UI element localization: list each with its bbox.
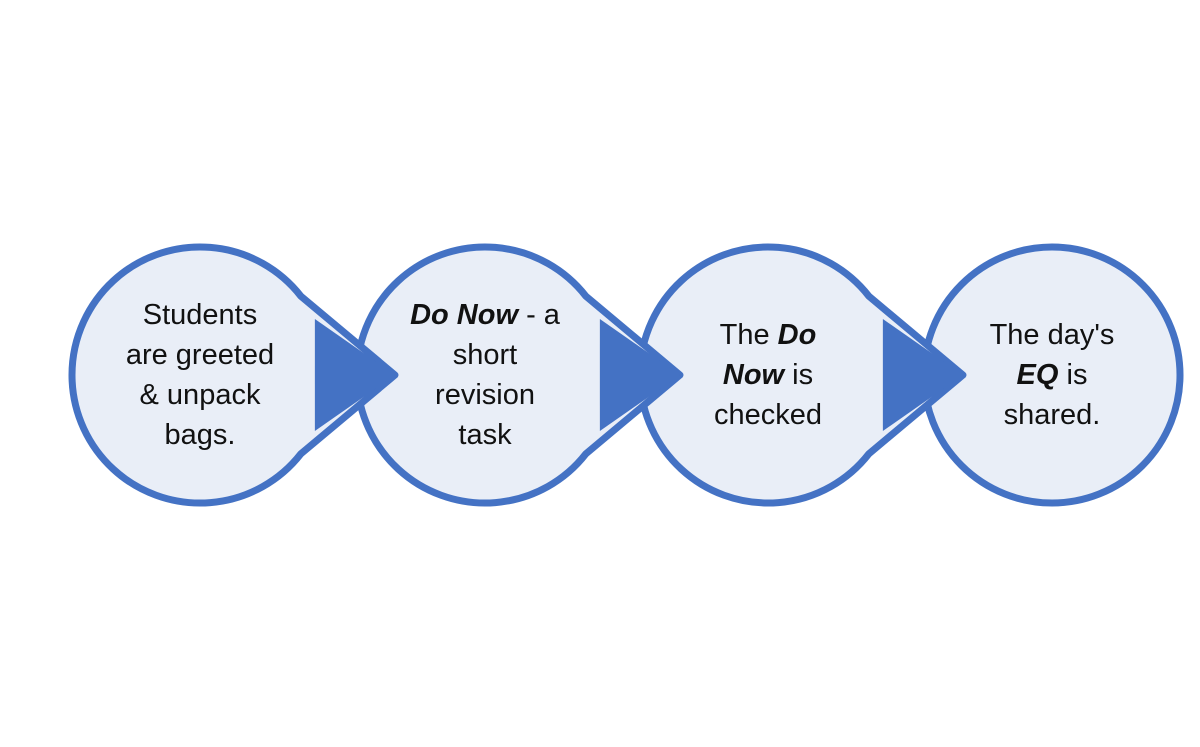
step-4-line: shared. (942, 395, 1162, 435)
body-text: The (719, 319, 778, 351)
arrow-head-3 (882, 319, 963, 431)
arrow-head-1 (314, 319, 395, 431)
body-text: are greeted (125, 339, 275, 371)
body-text: short (452, 339, 518, 371)
emphasis-text: Now (722, 359, 785, 391)
step-1-text: Students are greeted & unpack bags. (90, 295, 310, 455)
body-text: bags. (164, 419, 236, 451)
emphasis-text: Do (777, 319, 817, 351)
step-1-shape (68, 243, 399, 507)
body-text: is (784, 359, 814, 391)
body-text: is (1058, 359, 1088, 391)
body-text: The day's (989, 319, 1115, 351)
body-text: revision (435, 379, 535, 411)
body-text: shared. (1003, 399, 1101, 431)
emphasis-text: Do Now (410, 299, 519, 331)
arrow-head-2 (599, 319, 680, 431)
step-1-line: & unpack (90, 375, 310, 415)
step-2-line: task (375, 415, 595, 455)
step-1-line: Students (90, 295, 310, 335)
body-text: - a (518, 299, 560, 331)
step-1-line: bags. (90, 415, 310, 455)
step-2-line: revision (375, 375, 595, 415)
body-text: Students (142, 299, 258, 331)
body-text: checked (713, 399, 822, 431)
step-3-line: The Do (658, 315, 878, 355)
step-3-line: checked (658, 395, 878, 435)
step-1-line: are greeted (90, 335, 310, 375)
step-2-line: short (375, 335, 595, 375)
emphasis-text: EQ (1016, 359, 1059, 391)
step-2-line: Do Now - a (375, 295, 595, 335)
body-text: & unpack (139, 379, 261, 411)
body-text: task (458, 419, 512, 451)
step-4-line: The day's (942, 315, 1162, 355)
step-4-line: EQ is (942, 355, 1162, 395)
step-3-line: Now is (658, 355, 878, 395)
step-4-shape (920, 243, 1184, 507)
